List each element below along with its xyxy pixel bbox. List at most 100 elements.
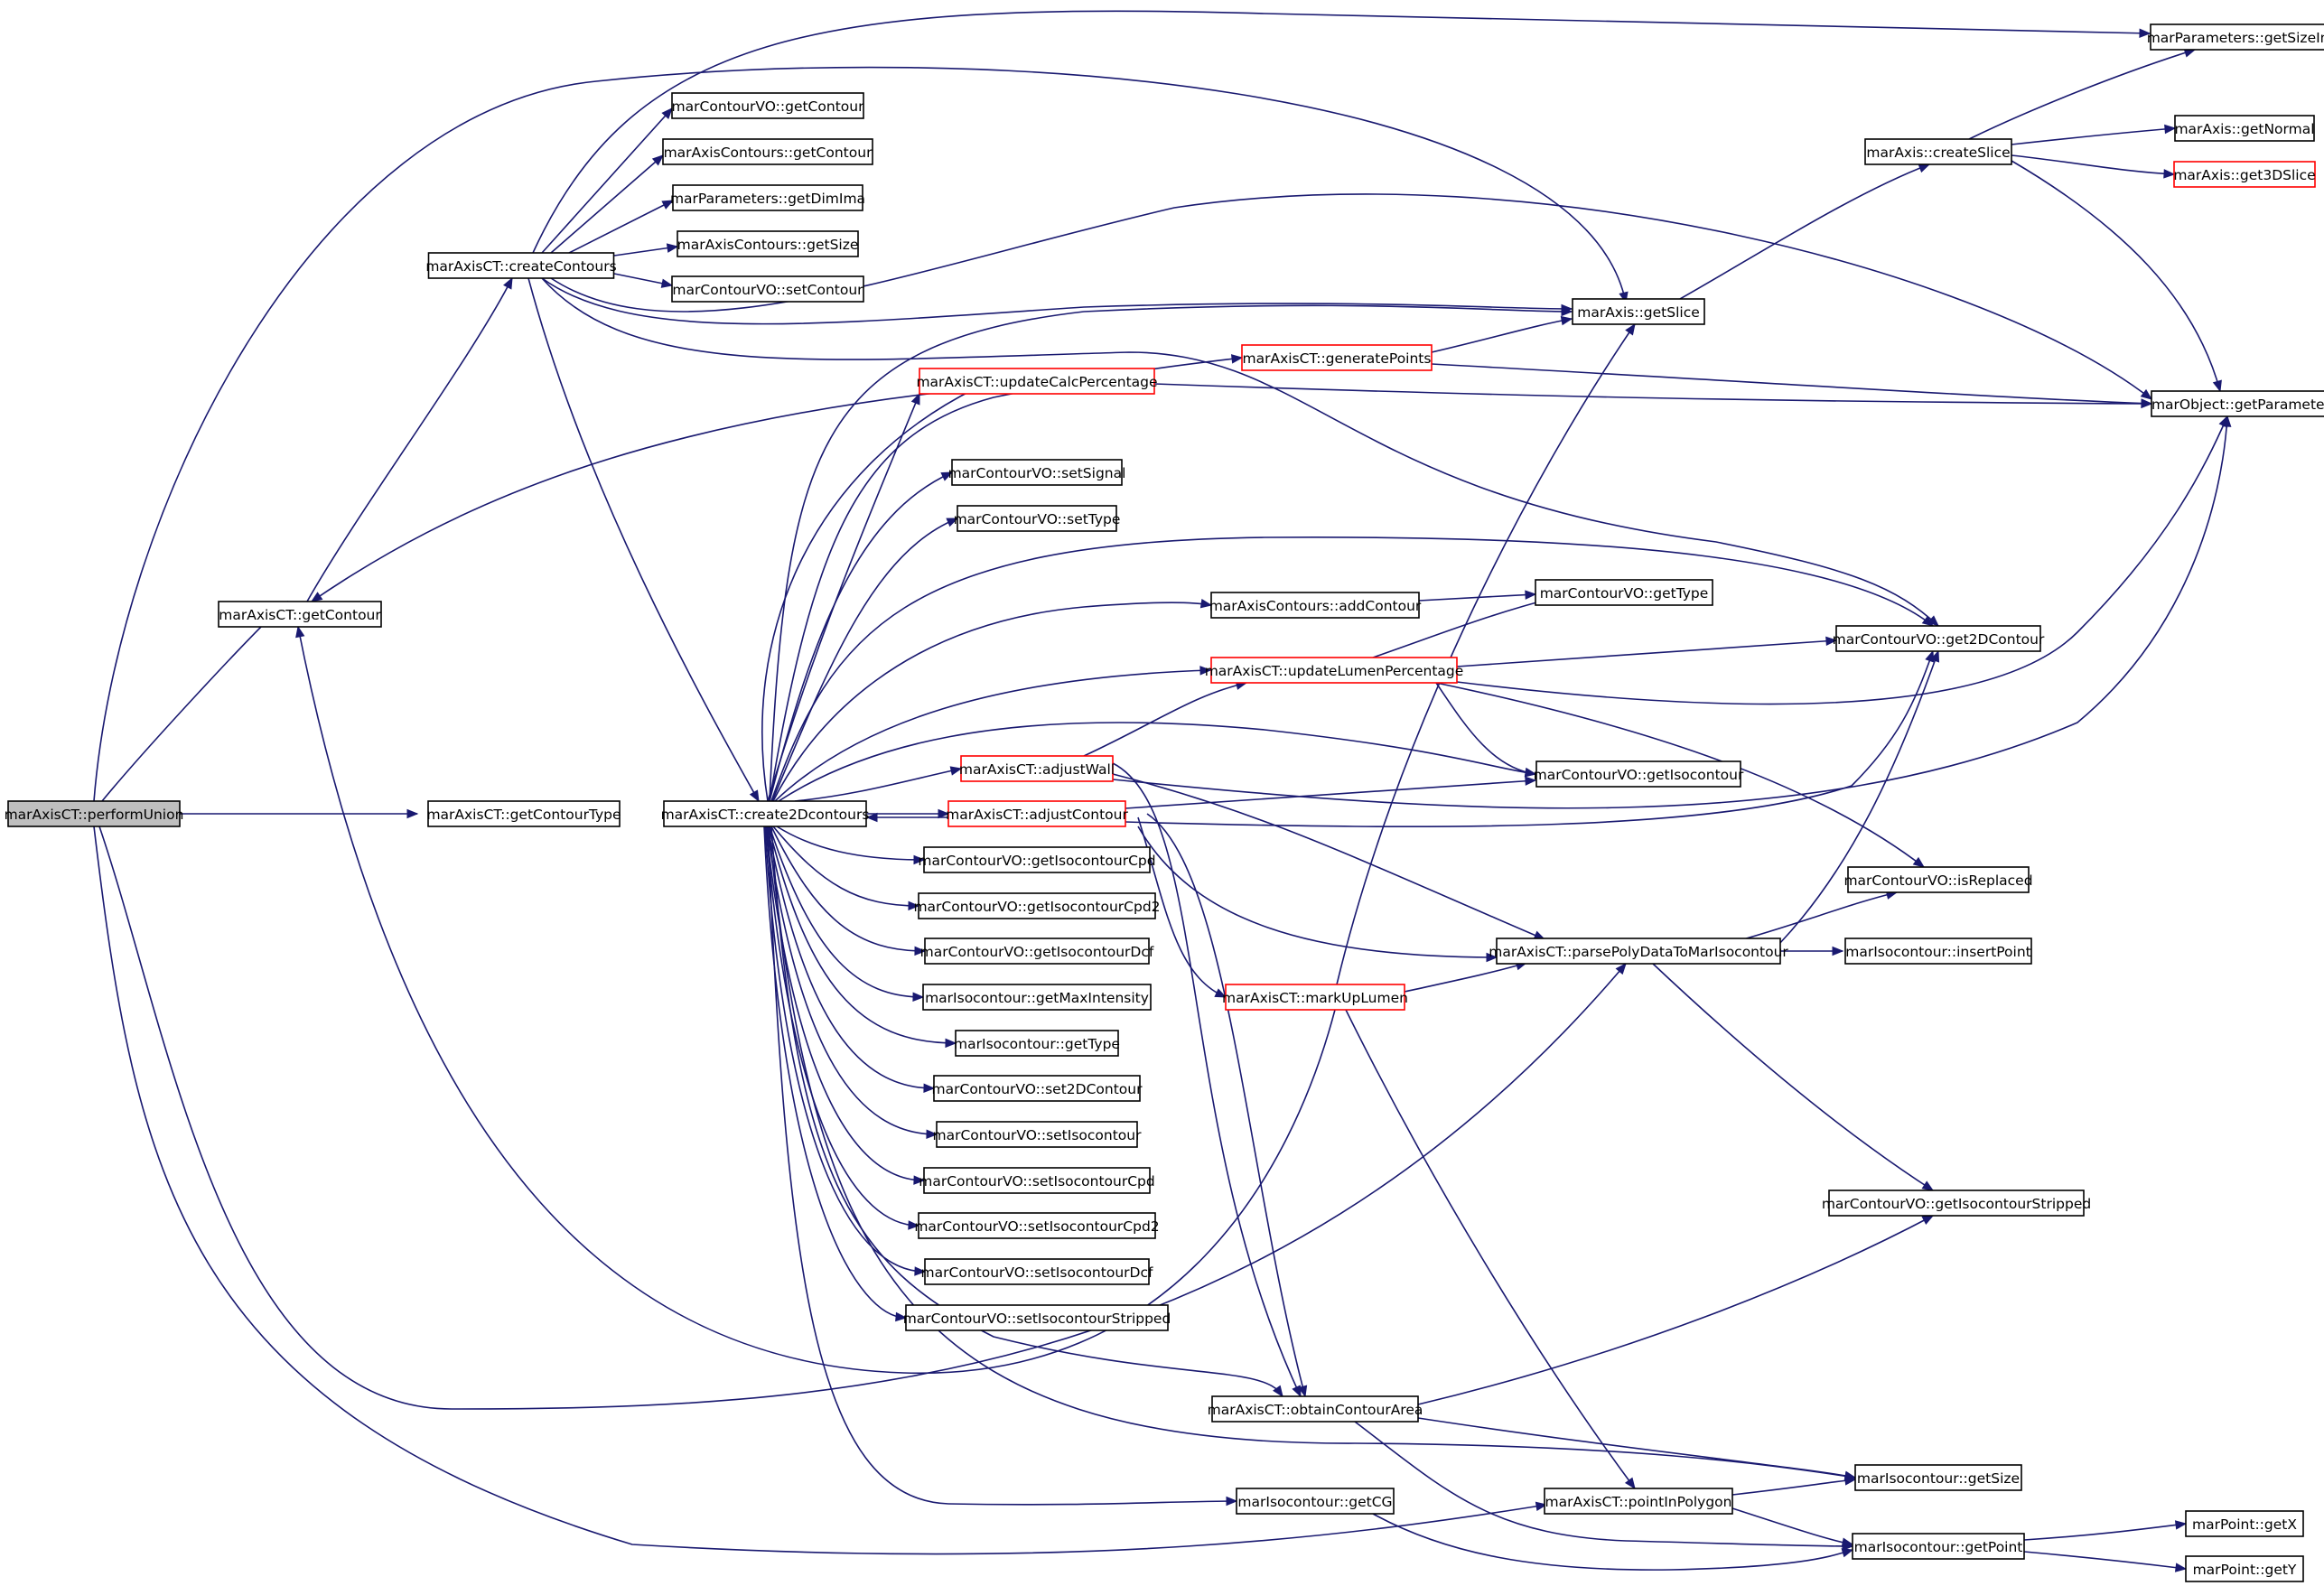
node-update-lumen-percentage[interactable]: marAxisCT::updateLumenPercentage (1205, 657, 1464, 684)
node-box (1852, 1533, 2025, 1560)
node-mark-up-lumen[interactable]: marAxisCT::markUpLumen (1222, 984, 1408, 1011)
node-label: marContourVO::getIsocontour (1534, 767, 1744, 783)
node-set-isocontour-cpd[interactable]: marContourVO::setIsocontourCpd (919, 1167, 1155, 1194)
node-box (1544, 1488, 1733, 1515)
node-vo-get-contour[interactable]: marContourVO::getContour (671, 92, 865, 119)
edge-createContours-to-getDimIma-arrowhead (661, 200, 675, 210)
node-label: marAxisContours::addContour (1209, 598, 1422, 614)
edge-create2Dcontours-to-adjustContour-arrowhead (938, 808, 950, 819)
edge-createSlice-to-getNormal (2011, 127, 2176, 145)
node-iso-get-cg[interactable]: marIsocontour::getCG (1236, 1488, 1395, 1515)
node-label: marContourVO::setIsocontourCpd2 (914, 1218, 1159, 1235)
node-point-in-polygon[interactable]: marAxisCT::pointInPolygon (1544, 1488, 1733, 1515)
node-vo-set-type[interactable]: marContourVO::setType (954, 505, 1121, 532)
node-iso-get-size[interactable]: marIsocontour::getSize (1854, 1464, 2022, 1491)
edge-createSlice-to-getParameters-arrowhead (2212, 379, 2222, 393)
node-get-size-ima[interactable]: marParameters::getSizeIma (2147, 23, 2324, 51)
edge-parsePoly-to-get2DContour-arrowhead (1930, 649, 1940, 663)
edge-create2Dcontours-to-iso-getCG (767, 826, 1237, 1506)
node-ac-get-size[interactable]: marAxisContours::getSize (677, 230, 859, 257)
edge-performUnion-to-pointInPolygon-arrowhead (1535, 1501, 1548, 1511)
node-get-normal[interactable]: marAxis::getNormal (2174, 115, 2315, 142)
node-box (7, 800, 181, 827)
edge-create2Dcontours-to-setIsocontour-arrowhead (926, 1129, 938, 1139)
node-set-isocontour-dcf[interactable]: marContourVO::setIsocontourDcf (921, 1258, 1153, 1285)
edge-createContours-to-ac-getSize-arrowhead (666, 243, 679, 253)
node-get-contour[interactable]: marAxisCT::getContour (218, 601, 382, 628)
node-set2dcontour[interactable]: marContourVO::set2DContour (932, 1075, 1143, 1102)
node-set-isocontour[interactable]: marContourVO::setIsocontour (933, 1121, 1143, 1148)
edge-createSlice-to-get3DSlice-arrowhead (2163, 169, 2176, 179)
edge-markUpLumen-to-getContour-arrowhead (295, 625, 305, 639)
node-adjust-contour[interactable]: marAxisCT::adjustContour (946, 800, 1128, 827)
node-create2dcontours[interactable]: marAxisCT::create2Dcontours (661, 800, 870, 827)
node-get-max-intensity[interactable]: marIsocontour::getMaxIntensity (922, 984, 1152, 1011)
node-label: marPoint::getY (2193, 1562, 2297, 1578)
node-get-parameters[interactable]: marObject::getParameters (2151, 390, 2324, 417)
node-set-isocontour-stripped[interactable]: marContourVO::setIsocontourStripped (903, 1304, 1171, 1331)
edge-adjustWall-to-updateLumenPercentage (1083, 682, 1247, 757)
node-vo-get-type[interactable]: marContourVO::getType (1535, 579, 1713, 606)
node-add-contour[interactable]: marAxisContours::addContour (1209, 592, 1422, 619)
node-set-signal[interactable]: marContourVO::setSignal (948, 459, 1126, 486)
edge-create2Dcontours-to-setSignal-arrowhead (940, 471, 954, 481)
edge-adjustWall-to-parsePoly (1112, 773, 1545, 940)
node-update-calc-percentage[interactable]: marAxisCT::updateCalcPercentage (916, 368, 1158, 395)
node-get-x[interactable]: marPoint::getX (2185, 1510, 2304, 1537)
node-iso-get-type[interactable]: marIsocontour::getType (954, 1030, 1120, 1057)
node-generate-points[interactable]: marAxisCT::generatePoints (1241, 344, 1433, 371)
edge-generatePoints-to-getParameters (1431, 363, 2152, 405)
node-label: marContourVO::setSignal (948, 465, 1126, 481)
node-box (1835, 625, 2041, 652)
node-get-isocontour-stripped[interactable]: marContourVO::getIsocontourStripped (1822, 1190, 2091, 1217)
node-box (677, 230, 859, 257)
node-label: marContourVO::getIsocontourDcf (920, 944, 1154, 960)
node-get-y[interactable]: marPoint::getY (2185, 1555, 2304, 1582)
edge-updateLumenPercentage-to-vo-getIsocontour (1435, 682, 1536, 775)
edge-getContour-to-createContours (306, 277, 513, 602)
node-get-isocontour-cpd[interactable]: marContourVO::getIsocontourCpd (918, 846, 1156, 873)
node-box (933, 1075, 1141, 1102)
node-box (2174, 115, 2315, 142)
node-vo-set-contour[interactable]: marContourVO::setContour (671, 275, 864, 303)
node-is-replaced[interactable]: marContourVO::isReplaced (1843, 866, 2033, 893)
edge-iso-getPoint-to-getY (2023, 1551, 2187, 1570)
edge-performUnion-to-getSlice (93, 66, 1627, 802)
node-perform-union[interactable]: marAxisCT::performUnion (5, 800, 184, 827)
node-get3dslice[interactable]: marAxis::get3DSlice (2173, 161, 2316, 188)
node-iso-get-point[interactable]: marIsocontour::getPoint (1852, 1533, 2025, 1560)
node-box (2173, 161, 2316, 188)
node-get2dcontour[interactable]: marContourVO::get2DContour (1833, 625, 2045, 652)
node-label: marContourVO::getIsocontourCpd (918, 853, 1155, 869)
node-box (427, 800, 621, 827)
node-get-contour-type[interactable]: marAxisCT::getContourType (426, 800, 621, 827)
node-get-slice[interactable]: marAxis::getSlice (1572, 298, 1705, 325)
edge-createContours-to-vo-setContour-arrowhead (660, 278, 674, 288)
node-label: marContourVO::setContour (672, 282, 863, 298)
node-parse-poly[interactable]: marAxisCT::parsePolyDataToMarIsocontour (1489, 938, 1788, 965)
node-label: marObject::getParameters (2151, 396, 2324, 413)
node-insert-point[interactable]: marIsocontour::insertPoint (1844, 938, 2032, 965)
node-get-isocontour-dcf[interactable]: marContourVO::getIsocontourDcf (920, 938, 1154, 965)
node-box (2185, 1510, 2304, 1537)
node-get-dim-ima[interactable]: marParameters::getDimIma (670, 184, 865, 211)
node-label: marContourVO::set2DContour (932, 1081, 1143, 1097)
node-create-slice[interactable]: marAxis::createSlice (1864, 138, 2012, 165)
edge-generatePoints-to-getSlice-arrowhead (1560, 315, 1573, 326)
node-obtain-contour-area[interactable]: marAxisCT::obtainContourArea (1208, 1395, 1423, 1423)
edge-performUnion-to-getContourType-arrowhead (406, 808, 419, 819)
edge-parsePoly-to-getIsocontourStripped (1652, 963, 1934, 1191)
edge-adjustContour-to-get2DContour-arrowhead (1925, 649, 1935, 663)
node-box (924, 938, 1150, 965)
node-adjust-wall[interactable]: marAxisCT::adjustWall (959, 755, 1115, 782)
node-vo-get-isocontour[interactable]: marContourVO::getIsocontour (1534, 760, 1744, 788)
node-set-isocontour-cpd2[interactable]: marContourVO::setIsocontourCpd2 (914, 1212, 1160, 1239)
edge-create2Dcontours-to-getSlice-arrowhead (1561, 306, 1573, 317)
node-ac-get-contour[interactable]: marAxisContours::getContour (662, 138, 873, 165)
node-create-contours[interactable]: marAxisCT::createContours (425, 252, 617, 279)
edge-create2Dcontours-to-getMaxIntensity (769, 826, 924, 998)
node-get-isocontour-cpd2[interactable]: marContourVO::getIsocontourCpd2 (913, 892, 1161, 919)
node-box (1211, 1395, 1419, 1423)
node-label: marAxisCT::updateLumenPercentage (1205, 663, 1464, 679)
